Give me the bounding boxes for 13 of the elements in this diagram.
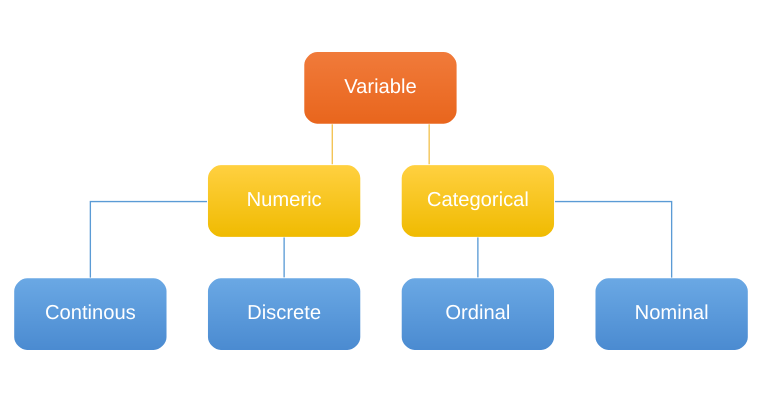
node-box: Discrete <box>206 276 362 351</box>
node-box: Numeric <box>206 164 362 238</box>
connector <box>555 200 672 278</box>
connector <box>283 236 285 277</box>
node-box: Variable <box>303 50 458 124</box>
connector <box>90 200 207 278</box>
connector <box>477 236 479 277</box>
node-box: Categorical <box>400 164 556 238</box>
node-box: Continous <box>13 276 168 351</box>
connector <box>332 124 333 164</box>
node-box: Ordinal <box>400 276 556 351</box>
connector <box>428 124 430 164</box>
node-box: Nominal <box>594 276 749 351</box>
